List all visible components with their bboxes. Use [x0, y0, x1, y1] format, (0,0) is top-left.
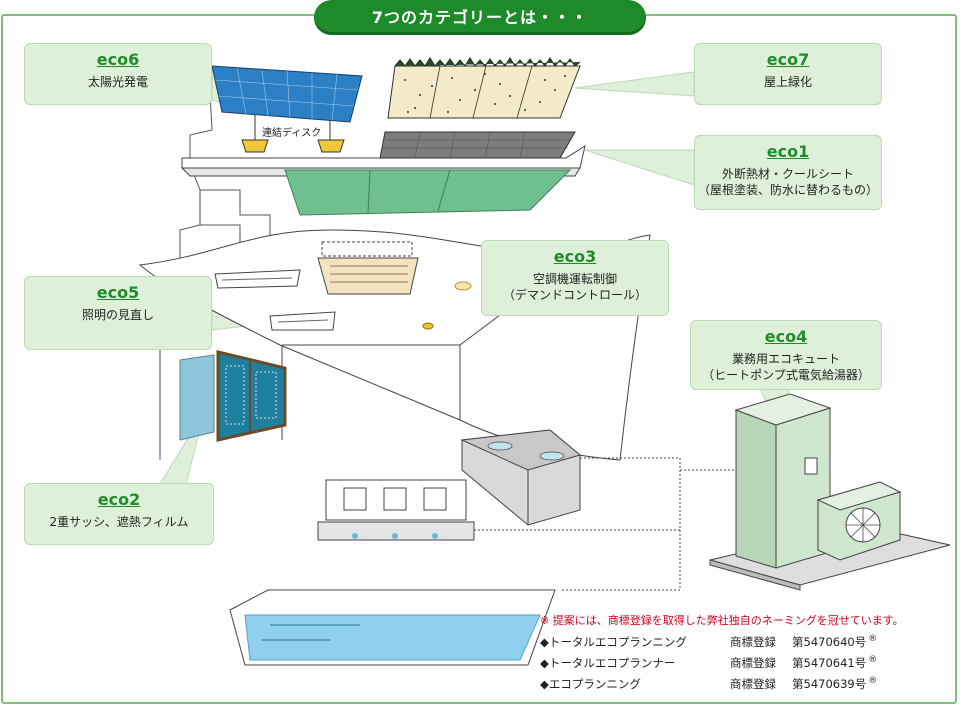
ceiling-panel: [284, 169, 572, 216]
trademark-kind: 商標登録: [730, 677, 776, 691]
green-roof-tiles: [387, 57, 581, 119]
trademark-kind: 商標登録: [730, 656, 776, 670]
swimming-pool: [229, 589, 556, 666]
callout-code: eco5: [96, 283, 140, 302]
solar-panel: [211, 65, 363, 153]
wash-basins: [317, 479, 475, 541]
trademark-number-wrap: 第5470641号®: [792, 655, 877, 671]
callout-code: eco6: [96, 50, 140, 69]
trademark-number: 第5470641号: [792, 656, 867, 670]
insulation-tiles: [379, 131, 576, 159]
registered-mark: ®: [868, 655, 878, 665]
trademark-note: ※ 提案には、商標登録を取得した弊社独自のネーミングを冠せています。: [540, 614, 904, 627]
trademark-number-wrap: 第5470639号®: [792, 676, 877, 692]
callout-code: eco7: [766, 50, 810, 69]
ceiling-light-fixtures: [214, 269, 472, 331]
trademark-number-wrap: 第5470640号®: [792, 634, 877, 650]
callout-desc: 業務用エコキュート: [731, 352, 840, 366]
callout-desc-sub: （ヒートポンプ式電気給湯器）: [702, 368, 870, 382]
callout-desc: 照明の見直し: [81, 308, 154, 322]
callout-desc: 外断熱材・クールシート: [721, 167, 854, 181]
callout-desc-sub: （屋根塗装、防水に替わるもの）: [697, 183, 878, 197]
air-conditioner: [317, 241, 419, 295]
callout-eco1: eco1 外断熱材・クールシート （屋根塗装、防水に替わるもの）: [694, 135, 882, 210]
callout-desc: 屋上緑化: [763, 75, 812, 89]
callout-eco6: eco6 太陽光発電: [24, 43, 212, 105]
callout-desc: 太陽光発電: [87, 75, 148, 89]
trademark-number: 第5470639号: [792, 677, 867, 691]
callout-desc: 2重サッシ、遮熱フィルム: [49, 515, 189, 529]
heat-pump-water-heater: [709, 393, 951, 591]
page-title: 7つのカテゴリーとは・・・: [314, 0, 646, 35]
trademark-name: ◆エコプランニング: [540, 677, 641, 691]
windows: [179, 350, 287, 442]
trademark-kind: 商標登録: [730, 635, 776, 649]
callout-eco4: eco4 業務用エコキュート （ヒートポンプ式電気給湯器）: [690, 320, 882, 390]
callout-desc-sub: （デマンドコントロール）: [502, 288, 647, 302]
callout-code: eco3: [553, 247, 597, 266]
callout-code: eco4: [764, 327, 808, 346]
registered-mark: ®: [868, 634, 878, 644]
kitchen-counter: [460, 429, 582, 526]
registered-mark: ®: [868, 676, 878, 686]
trademark-name: ◆トータルエコプランナー: [540, 656, 676, 670]
callout-eco5: eco5 照明の見直し: [24, 276, 212, 350]
trademark-name: ◆トータルエコプランニング: [540, 635, 687, 649]
hot-water-pipes: [474, 457, 735, 591]
callout-eco3: eco3 空調機運転制御 （デマンドコントロール）: [481, 240, 669, 316]
eco1-pointer: [584, 149, 695, 186]
eco7-pointer: [574, 71, 695, 97]
callout-desc: 空調機運転制御: [532, 272, 617, 286]
callout-code: eco1: [766, 142, 810, 161]
callout-eco2: eco2 2重サッシ、遮熱フィルム: [24, 483, 214, 545]
trademark-number: 第5470640号: [792, 635, 867, 649]
callout-code: eco2: [97, 490, 141, 509]
connection-disk-label: 連結ディスク: [262, 128, 322, 139]
callout-eco7: eco7 屋上緑化: [694, 43, 882, 105]
